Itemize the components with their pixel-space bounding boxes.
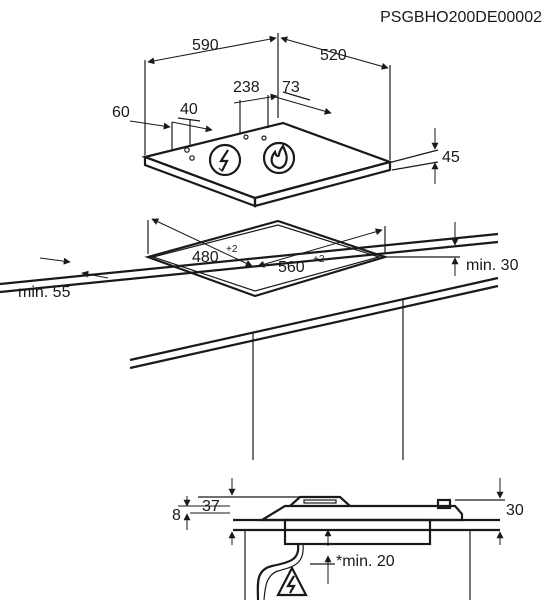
hob-hole bbox=[189, 155, 195, 161]
ext-line bbox=[391, 149, 439, 163]
side-burner-cap bbox=[303, 499, 337, 504]
dim-min30-label: min. 30 bbox=[466, 257, 519, 274]
ext-line bbox=[391, 161, 439, 171]
hob-hole bbox=[261, 135, 267, 141]
dim-40 bbox=[171, 121, 213, 133]
hob-hole bbox=[243, 134, 249, 140]
gas-cable-2 bbox=[263, 543, 304, 601]
document-code: PSGBHO200DE00002 bbox=[380, 9, 542, 26]
hob-hole bbox=[184, 147, 190, 153]
dim-73 bbox=[271, 95, 332, 115]
dim-30-label: 30 bbox=[506, 502, 524, 519]
dim-min55-left bbox=[39, 257, 71, 265]
dim-560-label: 560 bbox=[278, 259, 305, 276]
dim-480-tolerance: +2 bbox=[226, 244, 238, 255]
hob-right-edge bbox=[253, 160, 392, 208]
dim-238-label: 238 bbox=[233, 79, 260, 96]
dim-min55-label: min. 55 bbox=[18, 284, 71, 301]
hob-top-surface bbox=[141, 121, 394, 200]
electric-power-icon bbox=[208, 143, 242, 177]
side-hob-body bbox=[283, 518, 432, 546]
hob-top-view: 590 520 238 73 60 40 45 bbox=[112, 33, 460, 208]
cutout-outline bbox=[144, 219, 389, 298]
dim-37-label: 37 bbox=[202, 498, 220, 515]
dim-60-label: 60 bbox=[112, 104, 130, 121]
side-knob bbox=[436, 498, 452, 510]
dim-520 bbox=[280, 36, 389, 70]
side-view: 8 37 30 *min. 20 bbox=[172, 478, 524, 601]
worktop-back-edge-2 bbox=[129, 276, 499, 362]
dim-73-label: 73 bbox=[282, 79, 300, 96]
ext-line bbox=[282, 91, 311, 101]
ext-line bbox=[177, 117, 201, 122]
dim-590 bbox=[147, 35, 277, 65]
worktop-back-edge bbox=[129, 284, 499, 370]
dim-560-tolerance: +2 bbox=[313, 254, 325, 265]
dim-60 bbox=[129, 120, 171, 130]
dim-45-label: 45 bbox=[442, 149, 460, 166]
worktop-front-edge bbox=[0, 232, 499, 286]
dim-590-label: 590 bbox=[192, 37, 219, 54]
gas-flame-icon bbox=[262, 141, 296, 175]
dim-40-label: 40 bbox=[180, 101, 198, 118]
gas-cable bbox=[256, 543, 300, 601]
dim-480 bbox=[151, 218, 253, 267]
worktop-cutout: 480 +2 560 +2 min. 30 min. 55 bbox=[0, 218, 519, 460]
side-hob-top bbox=[258, 504, 464, 522]
dim-480-label: 480 bbox=[192, 249, 219, 266]
dim-8-label: 8 bbox=[172, 507, 181, 524]
dim-560 bbox=[257, 228, 383, 268]
dim-min20-label: *min. 20 bbox=[336, 553, 395, 570]
worktop-front-edge-2 bbox=[0, 240, 499, 294]
electric-hazard-icon bbox=[276, 565, 308, 597]
dim-238 bbox=[233, 93, 278, 104]
dim-min55-right bbox=[81, 270, 109, 279]
dim-520-label: 520 bbox=[320, 47, 347, 64]
side-burner bbox=[289, 495, 351, 507]
